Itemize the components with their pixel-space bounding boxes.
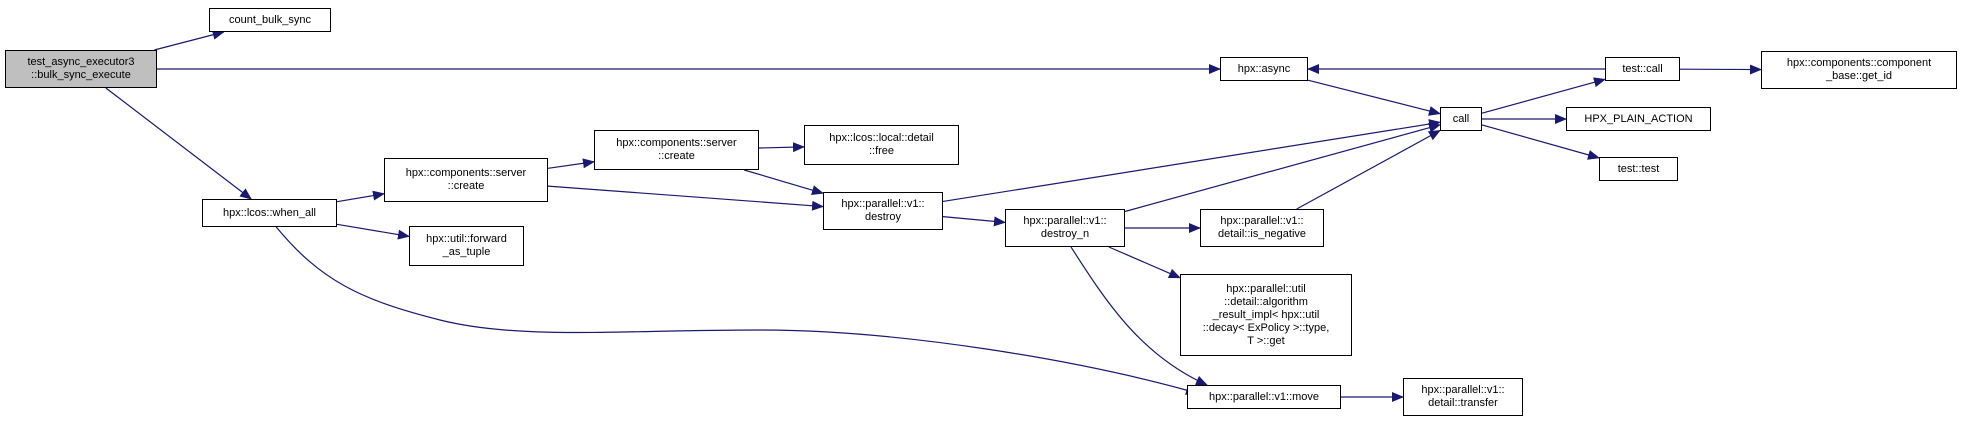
node-server-create-1[interactable]: hpx::components::server ::create [384,158,548,202]
edge-server_create_1-to-server_create_2 [547,158,595,169]
edge-server_create_2-to-detail_free [758,142,805,153]
node-detail-free[interactable]: hpx::lcos::local::detail ::free [804,125,959,165]
node-is-negative[interactable]: hpx::parallel::v1:: detail::is_negative [1200,209,1324,247]
node-server-create-2[interactable]: hpx::components::server ::create [594,130,759,170]
edge-server_create_1-to-destroy [547,185,824,211]
edge-root-to-when_all [105,87,252,200]
node-transfer[interactable]: hpx::parallel::v1:: detail::transfer [1403,378,1523,416]
edge-destroy_n-to-call [1124,122,1441,213]
node-count-bulk-sync[interactable]: count_bulk_sync [209,8,331,32]
node-call[interactable]: call [1440,107,1482,131]
edge-destroy_n-to-move [1070,246,1208,386]
edge-when_all-to-forward_as_tuple [336,223,410,240]
node-test-call[interactable]: test::call [1605,57,1680,81]
edge-root-to-count_bulk_sync [154,29,225,51]
node-destroy[interactable]: hpx::parallel::v1:: destroy [823,192,943,230]
edge-destroy-to-call [942,119,1441,203]
edge-destroy-to-destroy_n [942,216,1006,227]
edge-is_negative-to-call [1296,129,1441,210]
node-hpx-async[interactable]: hpx::async [1220,57,1308,81]
edge-server_create_2-to-destroy [744,169,824,195]
node-move[interactable]: hpx::parallel::v1::move [1187,385,1341,409]
edge-hpx_async-to-call [1307,79,1441,116]
edge-when_all-to-server_create_1 [336,190,385,203]
node-algorithm-result[interactable]: hpx::parallel::util ::detail::algorithm … [1180,274,1352,356]
edge-call-to-test_call [1481,77,1606,114]
edge-when_all-to-move [275,226,1198,395]
node-hpx-plain-action[interactable]: HPX_PLAIN_ACTION [1566,107,1711,131]
node-bulk-sync-execute[interactable]: test_async_executor3 ::bulk_sync_execute [5,50,157,88]
node-destroy-n[interactable]: hpx::parallel::v1:: destroy_n [1005,209,1125,247]
edge-destroy_n-to-algorithm_result [1108,246,1181,279]
node-get-id[interactable]: hpx::components::component _base::get_id [1761,51,1957,89]
node-when-all[interactable]: hpx::lcos::when_all [202,199,337,227]
edge-call-to-test_test [1481,124,1600,160]
node-test-test[interactable]: test::test [1599,157,1678,181]
node-forward-as-tuple[interactable]: hpx::util::forward _as_tuple [409,226,524,266]
